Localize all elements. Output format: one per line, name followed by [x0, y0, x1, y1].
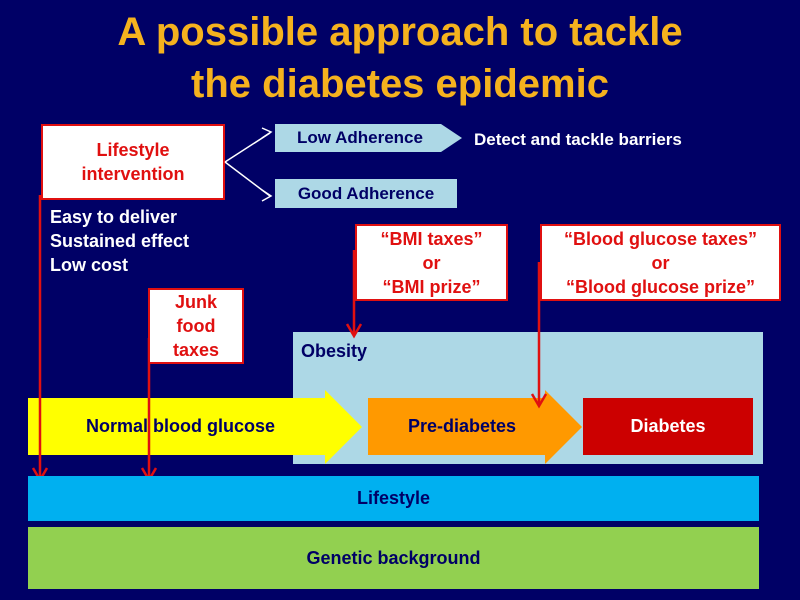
bmi-taxes-box: “BMI taxes” or “BMI prize” [355, 224, 508, 301]
diabetes-box [583, 398, 753, 455]
slide-title: A possible approach to tackle the diabet… [0, 6, 800, 110]
benefit-item: Sustained effect [50, 231, 190, 251]
normal-glucose-label: Normal blood glucose [85, 416, 276, 436]
glucose-line-1: “Blood glucose taxes” [563, 228, 758, 249]
lifestyle-band-label: Lifestyle [356, 488, 431, 508]
prediabetes-label: Pre-diabetes [407, 416, 517, 436]
title-line-2: the diabetes epidemic [191, 62, 609, 106]
good-adherence-box: Good Adherence [275, 179, 457, 208]
bmi-line-1: “BMI taxes” [380, 228, 483, 249]
junk-food-line-3: taxes [172, 340, 220, 360]
benefits-list: Easy to deliver Sustained effect Low cos… [50, 205, 250, 277]
genetic-background-band: Genetic background [28, 527, 759, 589]
benefit-item: Low cost [50, 255, 129, 275]
glucose-line-3: “Blood glucose prize” [565, 276, 756, 297]
bmi-line-2: or [422, 252, 441, 273]
genetic-band-label: Genetic background [306, 547, 481, 568]
glucose-line-2: or [651, 252, 670, 273]
good-adherence-label: Good Adherence [297, 183, 435, 203]
obesity-label: Obesity [301, 341, 368, 361]
bmi-line-3: “BMI prize” [382, 276, 481, 297]
lifestyle-intervention-line-2: intervention [81, 164, 185, 184]
diabetes-label: Diabetes [630, 416, 706, 436]
benefit-item: Easy to deliver [50, 207, 178, 227]
junk-food-line-2: food [176, 316, 216, 336]
lifestyle-intervention-line-1: Lifestyle [96, 140, 170, 160]
prediabetes-arrow [368, 390, 582, 464]
low-adherence-label: Low Adherence [297, 128, 423, 147]
low-adherence-action: Detect and tackle barriers [474, 130, 682, 149]
junk-food-line-1: Junk [174, 292, 217, 312]
normal-glucose-arrow [28, 390, 362, 464]
junk-food-taxes-box: Junk food taxes [148, 288, 244, 364]
blood-glucose-taxes-box: “Blood glucose taxes” or “Blood glucose … [540, 224, 781, 301]
branch-connector [224, 127, 273, 202]
low-adherence-arrow [275, 124, 462, 152]
title-line-1: A possible approach to tackle [117, 10, 683, 54]
lifestyle-band: Lifestyle [28, 476, 759, 521]
lifestyle-intervention-box: Lifestyle intervention [41, 124, 225, 200]
